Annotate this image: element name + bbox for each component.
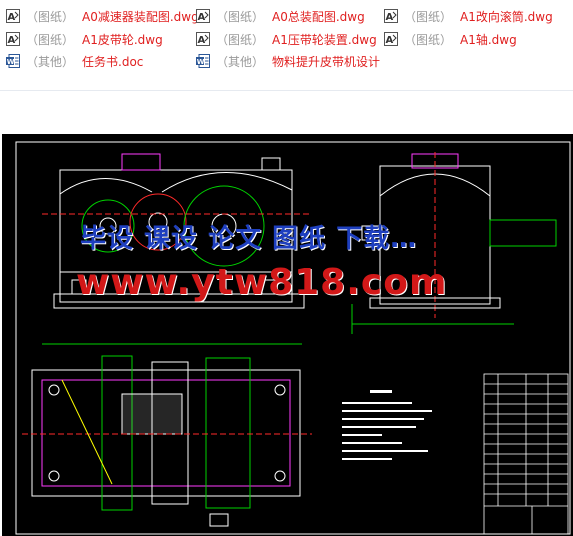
cad-drawing-image: [2, 134, 573, 536]
word-doc-icon: W: [196, 54, 210, 68]
file-name-link[interactable]: A1轴.dwg: [460, 32, 517, 47]
cad-drawing-preview: [2, 134, 573, 536]
file-item-a1-pressure-roller[interactable]: A （图纸） A1压带轮装置.dwg: [196, 29, 377, 49]
reducer-front-view: [42, 153, 312, 309]
dwg-file-icon: A: [6, 32, 20, 46]
file-category: （其他）: [26, 54, 75, 69]
reducer-top-view: [22, 343, 312, 527]
svg-text:A: A: [386, 12, 394, 23]
dwg-file-icon: A: [384, 9, 398, 23]
watermark-url: www.ytw818.com: [76, 262, 448, 303]
watermark-text-line1: 毕设 课设 论文 图纸 下载…: [80, 224, 418, 254]
file-name-link[interactable]: A1皮带轮.dwg: [82, 32, 163, 47]
file-name-link[interactable]: A0减速器装配图.dwg: [82, 9, 199, 24]
reducer-side-view: [351, 152, 557, 334]
file-name-link[interactable]: A1压带轮装置.dwg: [272, 32, 377, 47]
file-category: （图纸）: [216, 32, 265, 47]
svg-text:A: A: [386, 35, 394, 46]
file-category: （图纸）: [26, 9, 75, 24]
svg-text:A: A: [198, 35, 206, 46]
file-name-link[interactable]: 任务书.doc: [82, 54, 144, 69]
file-category: （图纸）: [26, 32, 75, 47]
file-category: （图纸）: [216, 9, 265, 24]
file-category: （其他）: [216, 54, 265, 69]
file-category: （图纸）: [404, 9, 453, 24]
file-item-a0-reducer-assembly[interactable]: A （图纸） A0减速器装配图.dwg: [6, 6, 199, 26]
file-name-link[interactable]: A1改向滚筒.dwg: [460, 9, 553, 24]
svg-text:W: W: [197, 58, 205, 66]
dwg-file-icon: A: [384, 32, 398, 46]
svg-text:W: W: [7, 58, 15, 66]
dwg-file-icon: A: [196, 32, 210, 46]
file-item-a1-shaft[interactable]: A （图纸） A1轴.dwg: [384, 29, 517, 49]
svg-text:A: A: [8, 35, 16, 46]
svg-text:A: A: [8, 12, 16, 23]
dwg-file-icon: A: [196, 9, 210, 23]
technical-notes: [342, 390, 432, 460]
parts-list-table: [483, 373, 569, 535]
file-category: （图纸）: [404, 32, 453, 47]
file-item-a1-bend-pulley[interactable]: A （图纸） A1改向滚筒.dwg: [384, 6, 553, 26]
file-name-link[interactable]: 物料提升皮带机设计: [272, 54, 381, 69]
svg-text:A: A: [198, 12, 206, 23]
file-item-belt-conveyor-design[interactable]: W （其他） 物料提升皮带机设计: [196, 51, 380, 71]
file-item-a1-belt-pulley[interactable]: A （图纸） A1皮带轮.dwg: [6, 29, 163, 49]
file-item-task-book[interactable]: W （其他） 任务书.doc: [6, 51, 143, 71]
word-doc-icon: W: [6, 54, 20, 68]
file-name-link[interactable]: A0总装配图.dwg: [272, 9, 365, 24]
section-divider: [0, 90, 573, 91]
file-item-a0-general-assembly[interactable]: A （图纸） A0总装配图.dwg: [196, 6, 365, 26]
attachment-file-list: A （图纸） A0减速器装配图.dwg A （图纸） A0总装配图.dwg A …: [0, 0, 573, 80]
dwg-file-icon: A: [6, 9, 20, 23]
